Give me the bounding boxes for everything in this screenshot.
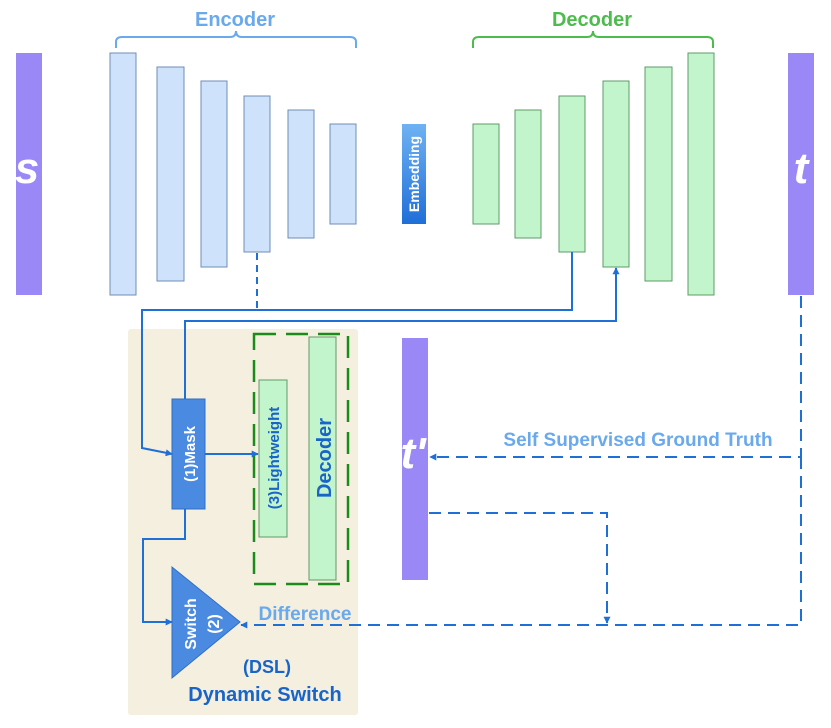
encoder-block-3 <box>200 80 228 268</box>
encoder-block-1 <box>109 52 137 296</box>
difference-to-switch-dashed-arrow <box>240 457 802 629</box>
source-label: s <box>15 144 39 193</box>
pseudo-target-bar <box>402 338 428 580</box>
decoder-block-2 <box>514 109 542 239</box>
decoder-block-3 <box>558 95 586 253</box>
mask-label: (1)Mask <box>182 425 199 482</box>
lightweight-decoder-block <box>308 336 337 581</box>
decoder-label: Decoder <box>552 9 632 31</box>
lightweight-block <box>258 379 288 538</box>
encoder-block-4 <box>243 95 271 253</box>
lightweight-decoder-label: Decoder <box>314 418 336 498</box>
source-bar <box>16 53 42 295</box>
encoder-label: Encoder <box>195 9 275 31</box>
lightweight-label: (3)Lightweight <box>266 407 283 509</box>
encoder-to-mask-arrow <box>141 252 573 457</box>
decoder-brace <box>472 30 714 48</box>
decoder-block-4 <box>602 80 630 268</box>
encoder-block-6 <box>329 123 357 225</box>
decoder-block-6 <box>687 52 715 296</box>
target-label: t <box>794 144 811 193</box>
lightweight-decoder-frame <box>252 332 350 586</box>
dsl-abbr-label: (DSL) <box>243 657 291 677</box>
switch-triangle <box>171 565 241 680</box>
encoder-block-2 <box>156 66 185 282</box>
encoder-brace <box>115 30 357 48</box>
mask-to-decoder-arrow <box>184 267 620 399</box>
switch-index-label: (2) <box>206 614 223 634</box>
switch-name-label: Switch <box>183 598 200 650</box>
encoder-block-5 <box>287 109 315 239</box>
dynamic-switch-label: Dynamic Switch <box>188 684 341 706</box>
embedding-block <box>402 124 426 224</box>
embedding-label: Embedding <box>406 136 422 212</box>
mask-block <box>171 398 206 510</box>
decoder-block-5 <box>644 66 673 282</box>
difference-label: Difference <box>259 604 352 625</box>
pseudo-target-label: t' <box>400 429 427 478</box>
pseudo-target-to-difference-dashed <box>429 512 611 624</box>
decoder-block-1 <box>472 123 500 225</box>
self-supervised-label: Self Supervised Ground Truth <box>503 430 772 451</box>
mask-to-switch-arrow <box>142 509 186 626</box>
target-bar <box>788 53 814 295</box>
